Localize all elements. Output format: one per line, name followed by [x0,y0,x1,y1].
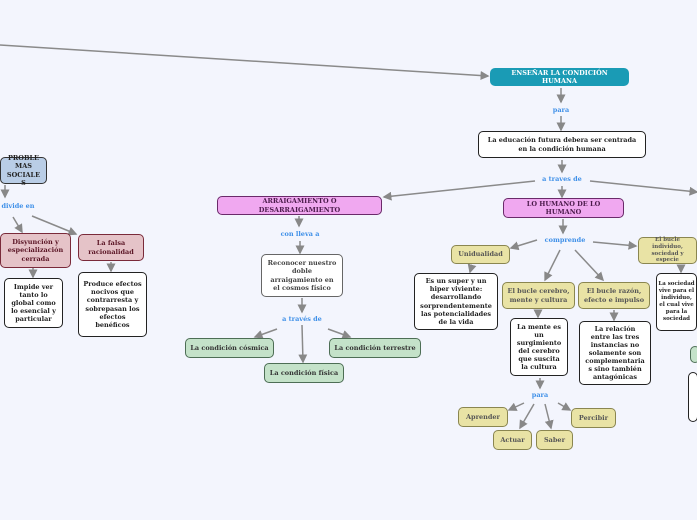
node-partial-white[interactable] [688,372,697,422]
node-mente[interactable]: La mente es un surgimiento del cerebro q… [510,318,568,376]
node-percibir[interactable]: Percibir [571,408,616,428]
node-lo-humano[interactable]: LO HUMANO DE LO HUMANO [503,198,624,218]
link-label-para-2: para [531,391,549,399]
node-unidualidad[interactable]: Unidualidad [451,245,510,264]
node-saber[interactable]: Saber [536,430,573,450]
link-label-comprende: comprende [544,236,586,244]
link-label-a-traves: a traves de [542,175,582,183]
link-label-para: para [552,106,570,114]
node-impide[interactable]: Impide ver tanto lo global como lo esenc… [4,278,63,328]
node-aprender[interactable]: Aprender [458,407,508,427]
node-partial-green[interactable] [690,346,697,363]
link-label-con-lleva: con lleva a [280,230,320,238]
node-falsa-racionalidad[interactable]: La falsa racionalidad [78,234,144,261]
node-sociedad[interactable]: La sociedad vive para el individuo, el c… [656,273,697,331]
node-actuar[interactable]: Actuar [493,430,532,450]
node-bucle-cerebro[interactable]: El bucle cerebro, mente y cultura [502,282,575,309]
node-reconocer[interactable]: Reconocer nuestro doble arraigamiento en… [261,254,343,297]
node-relacion[interactable]: La relación entre las tres instancias no… [579,321,651,385]
link-label-a-traves-2: a través de [282,315,322,323]
node-ensenar[interactable]: ENSEÑAR LA CONDICIÓN HUMANA [490,68,629,86]
node-educacion[interactable]: La educación futura debera ser centrada … [478,131,646,158]
node-cosmica[interactable]: La condición cósmica [185,338,274,358]
node-arraigamiento[interactable]: ARRAIGAMIENTO O DESARRAIGAMIENTO [217,196,382,215]
node-problemas-sociales[interactable]: PROBLEMAS SOCIALES [0,154,47,187]
node-produce[interactable]: Produce efectos nocivos que contrarresta… [78,272,147,337]
node-bucle-individuo[interactable]: El bucle individuo, sociedad y especie [638,237,697,264]
node-terrestre[interactable]: La condición terrestre [329,338,421,358]
node-disyuncion[interactable]: Disyunción y especialización cerrada [0,233,71,268]
node-super-viviente[interactable]: Es un super y un hiper viviente: desarro… [414,273,498,330]
link-label-divide: divide en [1,202,35,210]
node-bucle-razon[interactable]: El bucle razón, efecto e impulso [578,282,650,309]
node-fisica[interactable]: La condición física [264,363,344,383]
